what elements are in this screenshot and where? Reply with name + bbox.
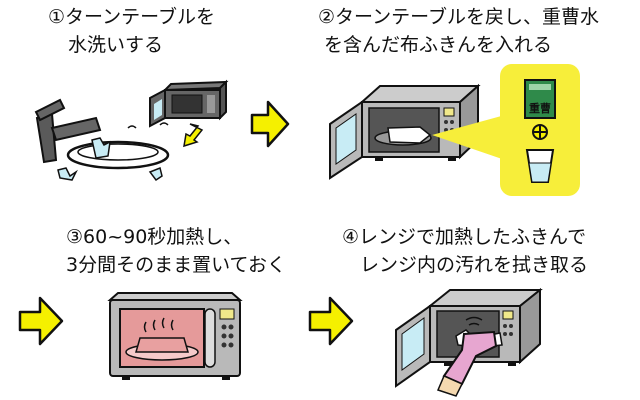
step-4-caption: ④レンジで加熱したふきんで レンジ内の汚れを拭き取る [342,223,588,279]
step-3-line-1: ③60~90秒加熱し、 [66,226,243,248]
callout-beam [432,115,505,160]
turntable-icon [66,140,170,170]
small-down-arrow-icon [183,123,204,148]
water-splash-icon [57,122,169,182]
step-2-line-2: を含んだ布ふきんを入れる [324,34,553,56]
step-3-caption: ③60~90秒加熱し、 3分間そのまま置いておく [66,223,286,279]
baking-soda-package-icon [524,79,556,119]
microwave-open-icon [329,83,481,180]
cup-of-water-icon [525,149,555,183]
small-microwave-icon [149,79,229,128]
step-2-caption: ②ターンテーブルを戻し、重曹水 を含んだ布ふきんを入れる [318,3,599,59]
step-1-caption: ①ターンテーブルを 水洗いする [48,3,215,59]
step-1-line-2: 水洗いする [68,34,164,56]
step-1-line-1: ①ターンテーブルを [48,6,215,28]
package-label: 重曹 [529,101,551,115]
faucet-icon [34,98,102,164]
microwave-heating-icon [107,292,243,380]
step-3-line-2: 3分間そのまま置いておく [66,254,286,276]
step-2-line-1: ②ターンテーブルを戻し、重曹水 [318,6,599,28]
plus-icon [532,124,548,140]
step-4-line-2: レンジ内の汚れを拭き取る [360,254,589,276]
gloved-hand-icon [436,330,498,397]
step-4-line-1: ④レンジで加熱したふきんで [342,226,587,248]
